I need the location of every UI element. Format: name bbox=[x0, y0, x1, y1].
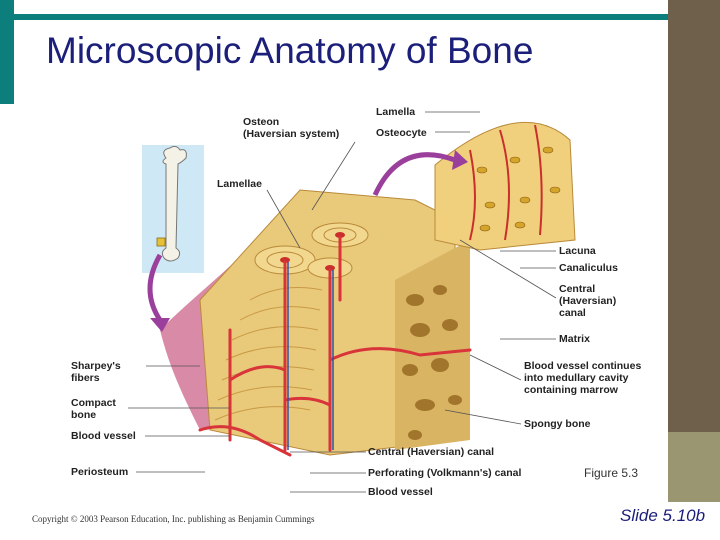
slide-title: Microscopic Anatomy of Bone bbox=[46, 30, 534, 71]
label-sharpeys-fibers: Sharpey's fibers bbox=[71, 360, 121, 384]
label-central-canal-bottom: Central (Haversian) canal bbox=[368, 446, 495, 458]
magnify-arrow-top bbox=[372, 152, 456, 197]
osteocyte-cells bbox=[476, 146, 561, 232]
accent-bar-right bbox=[668, 0, 720, 432]
magnified-canals bbox=[469, 124, 543, 241]
label-matrix: Matrix bbox=[559, 333, 590, 345]
slide-number: Slide 5.10b bbox=[620, 506, 706, 525]
accent-bar-right-lower bbox=[668, 432, 720, 502]
magnify-arrow-left bbox=[147, 253, 163, 322]
label-canaliculus: Canaliculus bbox=[559, 262, 618, 274]
label-blood-vessel-bottom: Blood vessel bbox=[368, 486, 433, 498]
bone-diagram-illustration bbox=[128, 111, 576, 493]
label-lamellae: Lamellae bbox=[217, 178, 262, 190]
bone-figure: Osteon (Haversian system) Lamellae Lamel… bbox=[14, 96, 668, 504]
veins bbox=[287, 262, 334, 450]
label-central-canal-right: Central (Haversian) canal bbox=[559, 283, 617, 319]
label-leader-lines bbox=[128, 111, 557, 493]
label-perforating-canal: Perforating (Volkmann's) canal bbox=[368, 467, 522, 479]
figure-caption: Figure 5.3 bbox=[584, 466, 639, 480]
label-osteon: Osteon (Haversian system) bbox=[243, 116, 340, 140]
magnified-osteon-section bbox=[434, 121, 576, 251]
magnify-arrow-left-head bbox=[150, 318, 170, 332]
label-lamella: Lamella bbox=[376, 106, 416, 118]
accent-bar-left bbox=[0, 0, 14, 104]
magnify-arrow-top-head bbox=[452, 150, 468, 170]
long-bone-icon bbox=[156, 145, 187, 262]
spongy-bone-holes bbox=[402, 285, 462, 440]
label-blood-vessel-continues: Blood vessel continues into medullary ca… bbox=[524, 360, 642, 396]
accent-bar-top bbox=[14, 14, 668, 20]
label-osteocyte: Osteocyte bbox=[376, 127, 427, 139]
label-lacuna: Lacuna bbox=[559, 245, 596, 257]
label-compact-bone: Compact bone bbox=[71, 397, 116, 421]
label-blood-vessel-left: Blood vessel bbox=[71, 430, 136, 442]
label-spongy-bone: Spongy bone bbox=[524, 418, 591, 430]
blood-vessels bbox=[198, 235, 472, 457]
label-periosteum: Periosteum bbox=[71, 466, 129, 478]
copyright-notice: Copyright © 2003 Pearson Education, Inc.… bbox=[32, 514, 315, 524]
